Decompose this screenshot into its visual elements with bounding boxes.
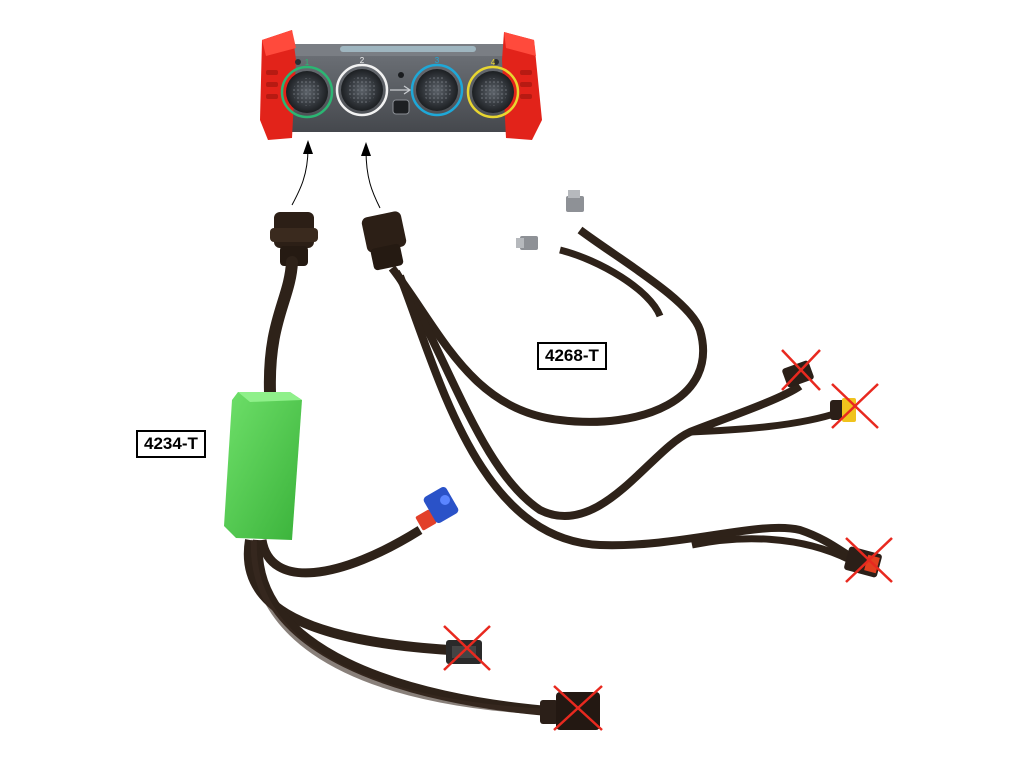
right-bumper (502, 32, 542, 140)
cross-mark-icon (845, 537, 893, 583)
usb-symbol-icon (390, 85, 412, 95)
aux-socket (392, 99, 410, 115)
port-2: 2 (335, 56, 389, 117)
small-plug (516, 236, 538, 250)
cross-mark-icon (443, 625, 491, 671)
blue-connector (415, 486, 459, 531)
port-1-number: 1 (305, 58, 310, 67)
cross-mark-icon (553, 685, 603, 731)
cross-mark-icon (781, 349, 821, 391)
port-4: 4 (466, 58, 520, 119)
crossed-connector (540, 692, 600, 730)
measurement-device: 1 2 3 4 (260, 30, 542, 140)
crossed-connector (844, 546, 882, 578)
left-bumper (260, 30, 296, 140)
part-label-4268-t: 4268-T (537, 342, 607, 370)
port-4-number: 4 (491, 58, 496, 67)
arrow-up-icon (291, 140, 313, 206)
cross-mark-icon (831, 383, 879, 429)
round-connector (361, 211, 407, 271)
adapter-cable-4234-t (224, 212, 600, 730)
small-plug (566, 190, 584, 212)
port-2-number: 2 (360, 56, 365, 65)
part-label-4234-t: 4234-T (136, 430, 206, 458)
status-led (398, 72, 404, 78)
round-connector (270, 212, 318, 266)
arrow-up-icon (361, 142, 381, 209)
green-adapter-box (224, 392, 302, 540)
port-3: 3 (410, 56, 464, 117)
port-1: 1 (280, 58, 334, 119)
port-3-number: 3 (435, 56, 440, 65)
